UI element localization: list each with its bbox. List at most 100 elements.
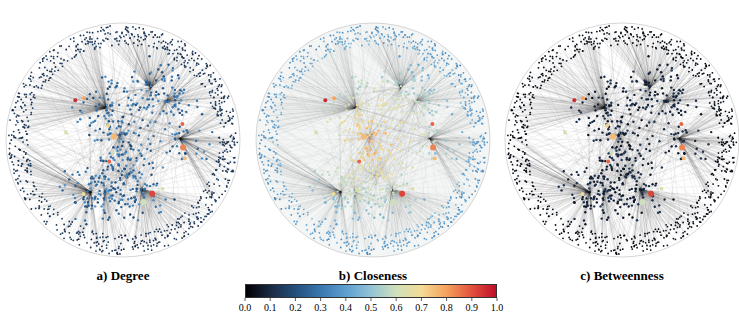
network-node	[13, 164, 15, 166]
network-node	[128, 123, 130, 125]
network-node	[216, 88, 218, 90]
network-node	[206, 192, 208, 194]
network-node	[136, 102, 138, 104]
network-node	[80, 48, 82, 50]
network-node	[152, 135, 154, 137]
network-node	[152, 183, 154, 185]
network-node	[424, 228, 426, 230]
network-node	[148, 34, 150, 36]
network-node	[163, 80, 165, 82]
network-node	[133, 242, 135, 244]
network-node	[25, 130, 27, 132]
network-node	[203, 151, 205, 153]
network-panel	[6, 23, 240, 257]
network-node	[17, 96, 19, 98]
network-node	[115, 209, 117, 211]
network-node	[358, 128, 360, 130]
network-node	[9, 148, 11, 150]
network-node	[280, 113, 282, 115]
network-node	[182, 92, 184, 94]
network-node	[281, 102, 283, 104]
network-node	[449, 75, 451, 77]
network-node	[134, 201, 136, 203]
network-node	[124, 40, 126, 42]
network-node	[199, 72, 201, 74]
network-node	[197, 148, 199, 150]
network-node	[82, 101, 84, 103]
network-node	[458, 181, 460, 183]
network-node	[311, 189, 313, 191]
network-node	[139, 40, 141, 42]
network-node	[107, 38, 109, 40]
network-node	[114, 199, 116, 201]
network-node	[198, 206, 200, 208]
network-node	[42, 60, 44, 62]
network-node	[162, 166, 164, 168]
network-node	[355, 237, 357, 239]
network-node	[153, 46, 155, 48]
network-node	[419, 42, 421, 44]
network-node	[373, 90, 375, 92]
network-node	[414, 245, 416, 247]
network-node	[144, 33, 146, 35]
network-node	[99, 249, 101, 251]
network-node	[469, 152, 471, 154]
network-node	[60, 45, 62, 47]
network-node	[215, 108, 217, 110]
network-node	[18, 160, 20, 162]
network-node	[360, 185, 362, 187]
network-node	[135, 28, 137, 30]
network-node	[171, 133, 173, 135]
network-node	[292, 60, 294, 62]
network-node	[214, 79, 216, 81]
network-node	[402, 98, 404, 100]
network-node	[485, 132, 487, 134]
network-node	[265, 137, 267, 139]
network-node	[218, 161, 220, 163]
network-node	[26, 116, 28, 118]
network-node	[418, 100, 420, 102]
network-node	[293, 57, 295, 59]
network-node	[228, 120, 230, 122]
network-node	[344, 43, 346, 45]
network-node	[26, 160, 28, 162]
network-node	[152, 167, 154, 169]
network-node	[426, 57, 428, 59]
network-node	[184, 212, 186, 214]
network-node	[178, 132, 180, 134]
network-node	[103, 40, 105, 42]
network-node	[459, 91, 461, 93]
network-node	[159, 228, 161, 230]
network-node	[174, 138, 176, 140]
network-node	[197, 218, 199, 220]
network-node	[30, 174, 32, 176]
network-node	[106, 244, 108, 246]
network-node	[195, 52, 197, 54]
network-node	[94, 47, 96, 49]
network-node	[409, 204, 411, 206]
network-node	[89, 117, 91, 119]
network-node	[198, 63, 200, 65]
network-node	[109, 132, 111, 134]
network-node	[379, 37, 381, 39]
network-node	[327, 44, 329, 46]
network-node	[465, 80, 467, 82]
network-node	[193, 213, 195, 215]
network-node	[11, 134, 13, 136]
network-node	[148, 45, 150, 47]
network-node	[464, 79, 466, 81]
network-node	[127, 129, 129, 131]
network-node	[130, 113, 132, 115]
network-node	[45, 55, 47, 57]
network-node	[133, 176, 135, 178]
network-node	[440, 226, 442, 228]
network-node	[273, 157, 275, 159]
network-node	[20, 106, 22, 108]
network-node	[86, 242, 88, 244]
network-node	[83, 228, 85, 230]
network-node	[91, 38, 93, 40]
network-node	[309, 62, 311, 64]
network-node	[217, 111, 219, 113]
network-node	[431, 114, 433, 116]
network-node	[143, 158, 145, 160]
